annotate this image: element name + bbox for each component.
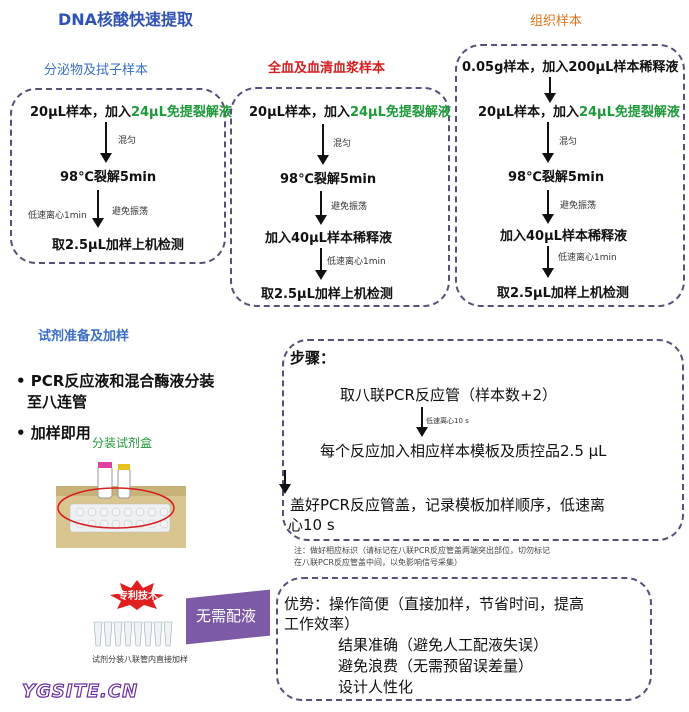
patent-badge xyxy=(110,580,164,610)
col3-box xyxy=(455,44,685,307)
col3-arrow0 xyxy=(544,77,556,103)
steps-box xyxy=(282,339,684,541)
col1-step3: 取2.5μL加样上机检测 xyxy=(52,238,184,253)
adv-item2: 避免浪费（无需预留误差量） xyxy=(338,657,534,675)
watermark: YGSITE.CN xyxy=(21,680,139,702)
adv-item1: 结果准确（避免人工配液失误） xyxy=(338,636,549,654)
col1-note2a: 低速离心1min xyxy=(28,211,87,221)
bullet-2: • 加样即用 xyxy=(16,424,91,442)
no-mix-label: 无需配液 xyxy=(196,607,257,625)
col1-arrow1 xyxy=(100,122,112,163)
advantages-box xyxy=(276,577,652,701)
kit-photo xyxy=(56,462,186,548)
steps-arrow2 xyxy=(279,470,291,494)
adv-item3: 设计人性化 xyxy=(338,678,414,696)
steps-step3b: 心10 s xyxy=(288,516,335,534)
steps-note-line2: 在八联PCR反应管盖中间，以免影响信号采集） xyxy=(294,558,462,567)
col1-title: 分泌物及拭子样本 xyxy=(44,63,149,78)
steps-note1: 低速离心10 s xyxy=(426,417,469,425)
col3-arrow2 xyxy=(542,190,554,224)
col2-step2: 98℃裂解5min xyxy=(280,172,377,187)
col2-step4: 取2.5μL加样上机检测 xyxy=(261,287,393,302)
bullet-1a: • PCR反应液和混合酶液分装 xyxy=(16,372,215,390)
steps-step2: 每个反应加入相应样本模板及质控品2.5 μL xyxy=(320,442,607,460)
eight-strip-tubes xyxy=(93,621,173,647)
col3-note2: 避免振荡 xyxy=(560,201,597,211)
steps-heading: 步骤： xyxy=(290,349,336,367)
strip-caption: 试剂分装八联管内直接加样 xyxy=(92,655,188,664)
col1-step2: 98℃裂解5min xyxy=(60,170,157,185)
col1-box xyxy=(10,88,226,264)
col2-note3: 低速离心1min xyxy=(327,257,386,267)
col2-title: 全血及血清血浆样本 xyxy=(268,61,386,76)
col3-step4: 取2.5μL加样上机检测 xyxy=(497,286,629,301)
col3-note3: 低速离心1min xyxy=(558,253,617,263)
steps-step1: 取八联PCR反应管（样本数+2） xyxy=(340,386,558,404)
steps-step3a: 盖好PCR反应管盖，记录模板加样顺序，低速离 xyxy=(290,496,605,514)
col2-arrow3 xyxy=(315,248,327,280)
tube-b xyxy=(117,467,131,499)
steps-note-line1: 注：做好相应标识（请标记在八联PCR反应管盖两端突出部位，切勿标记 xyxy=(294,546,550,555)
patent-badge-text: 专利技术 xyxy=(118,591,158,602)
col2-step1: 20μL样本，加入24μL免提裂解液 xyxy=(249,105,451,120)
col1-step1: 20μL样本，加入24μL免提裂解液 xyxy=(30,105,232,120)
tube-b-cap xyxy=(118,464,130,470)
col2-step3: 加入40μL样本稀释液 xyxy=(265,231,392,246)
col3-arrow3 xyxy=(542,246,554,278)
col3-step1: 20μL样本，加入24μL免提裂解液 xyxy=(478,105,680,120)
adv-line2: 工作效率） xyxy=(284,615,360,633)
col3-step2: 98℃裂解5min xyxy=(508,170,605,185)
highlight-ellipse xyxy=(57,487,175,529)
col2-arrow1 xyxy=(317,124,329,165)
col1-arrow2 xyxy=(92,190,104,228)
col3-step0: 0.05g样本，加入200μL样本稀释液 xyxy=(462,60,679,75)
tube-a-cap xyxy=(98,462,112,468)
reagent-title: 试剂准备及加样 xyxy=(38,329,130,344)
adv-line1: 优势：操作简便（直接加样，节省时间，提高 xyxy=(284,595,585,613)
col3-arrow1 xyxy=(542,122,554,163)
col2-note2: 避免振荡 xyxy=(331,202,368,212)
col2-arrow2 xyxy=(315,191,327,225)
page-title: DNA核酸快速提取 xyxy=(58,10,194,29)
col1-note2b: 避免振荡 xyxy=(112,207,149,217)
col3-step3: 加入40μL样本稀释液 xyxy=(500,229,627,244)
tube-a xyxy=(97,465,113,499)
col3-title: 组织样本 xyxy=(530,14,583,29)
col3-note1: 混匀 xyxy=(559,137,578,147)
col1-note1: 混匀 xyxy=(118,136,137,146)
col2-note1: 混匀 xyxy=(333,139,352,149)
bullet-1b: 至八连管 xyxy=(27,393,88,411)
col2-box xyxy=(230,87,450,307)
steps-arrow1 xyxy=(416,407,428,437)
kit-label: 分装试剂盒 xyxy=(92,436,153,450)
